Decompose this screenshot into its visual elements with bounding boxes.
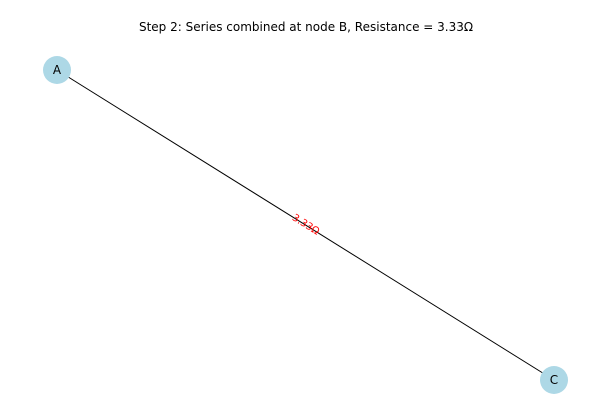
- node-a: A: [43, 56, 71, 84]
- node-c: C: [540, 366, 568, 394]
- edge-a-c: [56, 69, 555, 381]
- node-a-label: A: [53, 63, 62, 77]
- edge-a-c-resistance-label: 3.33Ω: [290, 212, 322, 237]
- node-c-label: C: [550, 373, 558, 387]
- diagram-title: Step 2: Series combined at node B, Resis…: [139, 20, 473, 34]
- node-c-circle: [540, 366, 568, 394]
- node-a-circle: [43, 56, 71, 84]
